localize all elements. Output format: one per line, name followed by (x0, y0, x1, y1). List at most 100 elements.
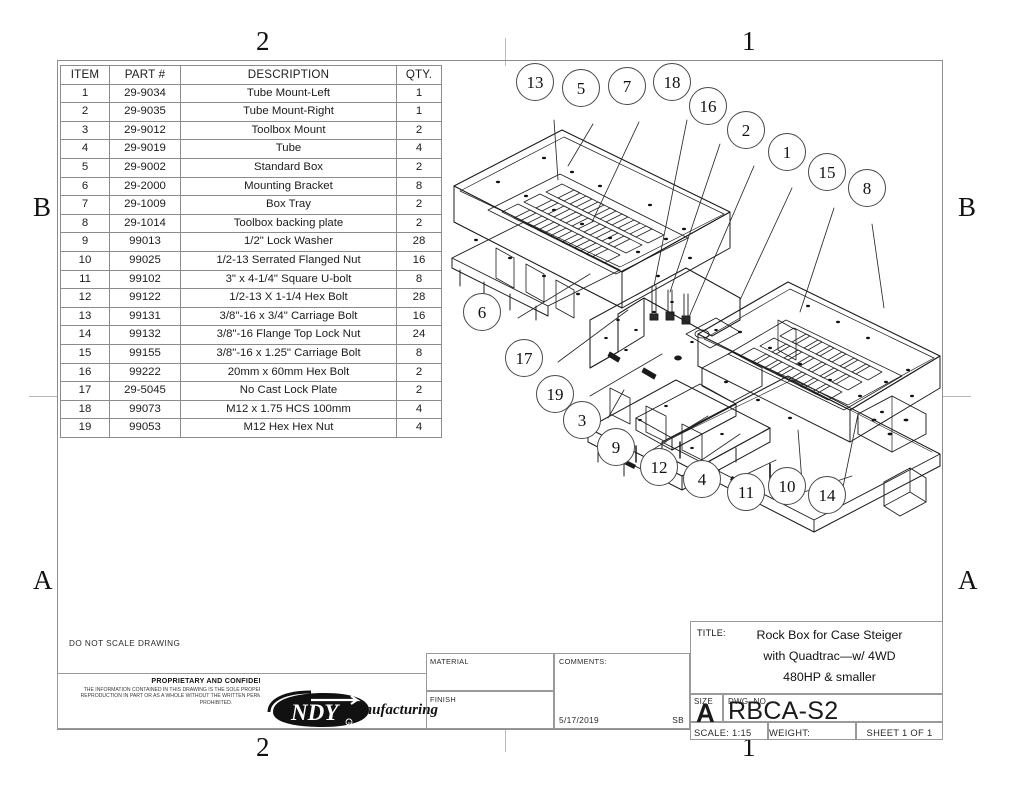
comments-field: COMMENTS: 5/17/2019 SB (554, 653, 690, 729)
balloon-callout-9: 9 (597, 428, 635, 466)
logo-manufacturing-text: Manufacturing (343, 702, 439, 718)
balloon-callout-8: 8 (848, 169, 886, 207)
weight-field: WEIGHT: (768, 722, 856, 740)
bom-cell-part: 99073 (109, 399, 181, 420)
bom-cell-part: 29-1014 (109, 213, 181, 234)
bom-cell-description: 3/8"-16 Flange Top Lock Nut (180, 325, 397, 345)
bom-cell-item: 10 (60, 250, 110, 271)
zone-marker-top-2: 2 (256, 26, 270, 56)
bom-cell-description: Toolbox Mount (180, 120, 397, 141)
bom-cell-part: 99122 (109, 288, 181, 308)
title-line-2: with Quadtrac—w/ 4WD (763, 649, 896, 663)
drawn-by-initials: SB (672, 715, 684, 725)
bom-cell-item: 2 (60, 102, 110, 122)
bom-cell-qty: 2 (396, 195, 442, 215)
bom-cell-part: 99102 (109, 269, 181, 290)
balloon-callout-17: 17 (505, 339, 543, 377)
bom-cell-item: 16 (60, 362, 110, 383)
logo-mark-swoosh: NDY R (267, 690, 369, 727)
bom-cell-description: 3" x 4-1/4" Square U-bolt (180, 269, 397, 290)
balloon-callout-11: 11 (727, 473, 765, 511)
bom-cell-item: 3 (60, 120, 110, 141)
zone-marker-right-b: B (958, 192, 977, 222)
bom-cell-qty: 1 (396, 102, 442, 122)
bom-cell-item: 6 (60, 176, 110, 197)
finish-field: FINISH (426, 691, 554, 729)
drawing-frame (57, 60, 943, 730)
bom-cell-description: No Cast Lock Plate (180, 381, 397, 401)
bom-cell-item: 7 (60, 195, 110, 215)
bom-cell-qty: 2 (396, 362, 442, 383)
bom-cell-item: 1 (60, 83, 110, 104)
column-header-part: PART # (109, 65, 181, 85)
scale-label: SCALE: 1:15 (694, 727, 752, 738)
drawing-date: 5/17/2019 (559, 715, 599, 725)
bom-cell-qty: 4 (396, 399, 442, 420)
bom-cell-item: 13 (60, 306, 110, 327)
bom-cell-part: 99053 (109, 418, 181, 438)
zone-marker-top-1: 1 (742, 26, 756, 56)
balloon-callout-5: 5 (562, 69, 600, 107)
bom-cell-qty: 2 (396, 213, 442, 234)
proprietary-heading: PROPRIETARY AND CONFIDENTIAL (151, 677, 281, 685)
title-line-1: Rock Box for Case Steiger (756, 628, 903, 642)
bom-cell-part: 29-9019 (109, 139, 181, 159)
bom-cell-description: Box Tray (180, 195, 397, 215)
balloon-callout-2: 2 (727, 111, 765, 149)
balloon-callout-4: 4 (683, 460, 721, 498)
bom-cell-qty: 8 (396, 176, 442, 197)
bom-cell-description: 1/2" Lock Washer (180, 232, 397, 252)
zone-divider-left (29, 396, 57, 397)
bom-cell-qty: 2 (396, 157, 442, 178)
bom-cell-description: 20mm x 60mm Hex Bolt (180, 362, 397, 383)
bom-cell-description: 3/8"-16 x 1.25" Carriage Bolt (180, 343, 397, 364)
zone-marker-bottom-2: 2 (256, 732, 270, 762)
balloon-callout-6: 6 (463, 293, 501, 331)
balloon-callout-14: 14 (808, 476, 846, 514)
proprietary-text: THE INFORMATION CONTAINED IN THIS DRAWIN… (80, 687, 352, 706)
zone-divider-right (943, 396, 971, 397)
sheet-label: SHEET 1 OF 1 (866, 727, 933, 738)
bom-cell-qty: 16 (396, 306, 442, 327)
bom-cell-part: 99013 (109, 232, 181, 252)
comments-label: COMMENTS: (559, 657, 607, 666)
balloon-callout-7: 7 (608, 67, 646, 105)
bom-cell-item: 19 (60, 418, 110, 438)
bom-cell-part: 99222 (109, 362, 181, 383)
bom-cell-item: 4 (60, 139, 110, 159)
bom-cell-qty: 2 (396, 381, 442, 401)
bom-cell-item: 12 (60, 288, 110, 308)
zone-marker-left-b: B (33, 192, 52, 222)
balloon-callout-12: 12 (640, 448, 678, 486)
bom-cell-qty: 28 (396, 288, 442, 308)
bom-cell-description: Mounting Bracket (180, 176, 397, 197)
finish-label: FINISH (430, 695, 457, 704)
zone-divider-bottom (505, 724, 506, 752)
balloon-callout-3: 3 (563, 401, 601, 439)
size-value: A (696, 698, 715, 728)
bom-cell-qty: 24 (396, 325, 442, 345)
table-header-row: ITEM PART # DESCRIPTION QTY. (60, 65, 442, 85)
svg-text:R: R (348, 721, 351, 726)
dwg-no-label: DWG. NO. (728, 697, 769, 706)
bom-cell-qty: 4 (396, 139, 442, 159)
title-field: TITLE: Rock Box for Case Steiger with Qu… (690, 621, 943, 694)
bom-cell-description: Toolbox backing plate (180, 213, 397, 234)
size-field: SIZE A (690, 694, 723, 728)
bom-cell-qty: 2 (396, 120, 442, 141)
bom-cell-description: Tube (180, 139, 397, 159)
bom-cell-part: 99132 (109, 325, 181, 345)
